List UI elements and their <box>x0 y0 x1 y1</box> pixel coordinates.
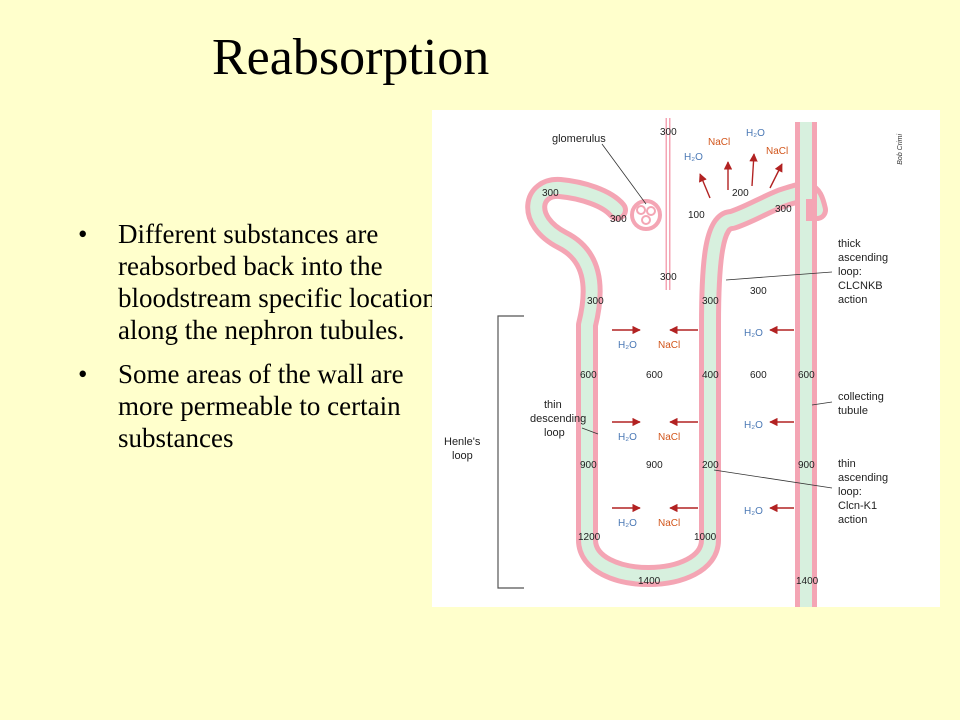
nacl-label: NaCl <box>658 340 680 351</box>
credit-label: Bob Crimi <box>897 134 904 165</box>
osmolarity-values: 300 300 300 200 100 300 300 300 300 300 … <box>542 127 819 587</box>
thick-ascending-label-1: thick <box>838 238 861 250</box>
bullet-text: Some areas of the wall are more permeabl… <box>118 359 404 453</box>
osm-value: 600 <box>750 370 767 381</box>
osm-value: 600 <box>580 370 597 381</box>
h2o-label: H₂O <box>746 128 765 139</box>
reabsorption-arrows-top <box>699 153 783 199</box>
thick-ascending-label-2: ascending <box>838 252 888 264</box>
bullet-text: Different substances are reabsorbed back… <box>118 219 447 345</box>
osm-value: 600 <box>646 370 663 381</box>
osm-value: 100 <box>688 210 705 221</box>
h2o-label: H₂O <box>618 518 637 529</box>
pointer-lines <box>581 143 833 489</box>
osm-value: 1400 <box>638 576 661 587</box>
osm-value: 400 <box>702 370 719 381</box>
nacl-label: NaCl <box>708 137 730 148</box>
bullet-list: • Different substances are reabsorbed bac… <box>78 218 498 466</box>
thin-descending-label-1: thin <box>544 399 562 411</box>
osm-value: 300 <box>542 188 559 199</box>
h2o-label: H₂O <box>618 432 637 443</box>
osm-value: 300 <box>660 272 677 283</box>
bullet-item: • Different substances are reabsorbed bac… <box>78 218 498 346</box>
slide-title: Reabsorption <box>212 29 490 86</box>
thick-ascending-label-5: action <box>838 294 867 306</box>
osm-value: 300 <box>587 296 604 307</box>
thin-descending-label-2: descending <box>530 413 586 425</box>
glomerulus-label: glomerulus <box>552 133 606 145</box>
nephron-diagram: glomerulus thick ascending loop: CLCNKB … <box>432 110 940 607</box>
thin-ascending-label-5: action <box>838 514 867 526</box>
collecting-label-2: tubule <box>838 405 868 417</box>
glomerulus <box>630 199 662 231</box>
h2o-label: H₂O <box>684 152 703 163</box>
henles-label-2: loop <box>452 450 473 462</box>
osm-value: 300 <box>750 286 767 297</box>
henles-bracket <box>497 315 524 589</box>
osm-value: 200 <box>732 188 749 199</box>
nacl-label: NaCl <box>658 432 680 443</box>
osm-value: 1400 <box>796 576 819 587</box>
osm-value: 900 <box>580 460 597 471</box>
thick-ascending-label-3: loop: <box>838 266 862 278</box>
h2o-label: H₂O <box>618 340 637 351</box>
h2o-label: H₂O <box>744 328 763 339</box>
bullet-item: • Some areas of the wall are more permeab… <box>78 358 498 454</box>
osm-value: 300 <box>702 296 719 307</box>
h2o-label: H₂O <box>744 420 763 431</box>
osm-value: 900 <box>798 460 815 471</box>
osm-value: 600 <box>798 370 815 381</box>
henles-label-1: Henle's <box>444 436 481 448</box>
osm-value: 900 <box>646 460 663 471</box>
nacl-label: NaCl <box>766 146 788 157</box>
osm-value: 300 <box>660 127 677 138</box>
bullet-dot: • <box>78 359 88 389</box>
bullet-dot: • <box>78 219 88 249</box>
nephron-svg: glomerulus thick ascending loop: CLCNKB … <box>444 118 904 607</box>
collecting-label-1: collecting <box>838 391 884 403</box>
thin-ascending-label-1: thin <box>838 458 856 470</box>
h2o-label: H₂O <box>744 506 763 517</box>
osm-value: 200 <box>702 460 719 471</box>
thin-ascending-label-3: loop: <box>838 486 862 498</box>
osm-value: 300 <box>610 214 627 225</box>
thin-descending-label-3: loop <box>544 427 565 439</box>
thick-ascending-label-4: CLCNKB <box>838 280 883 292</box>
thin-ascending-label-4: Clcn-K1 <box>838 500 877 512</box>
osm-value: 1000 <box>694 532 717 543</box>
thin-ascending-label-2: ascending <box>838 472 888 484</box>
nacl-label: NaCl <box>658 518 680 529</box>
osm-value: 300 <box>775 204 792 215</box>
osm-value: 1200 <box>578 532 601 543</box>
